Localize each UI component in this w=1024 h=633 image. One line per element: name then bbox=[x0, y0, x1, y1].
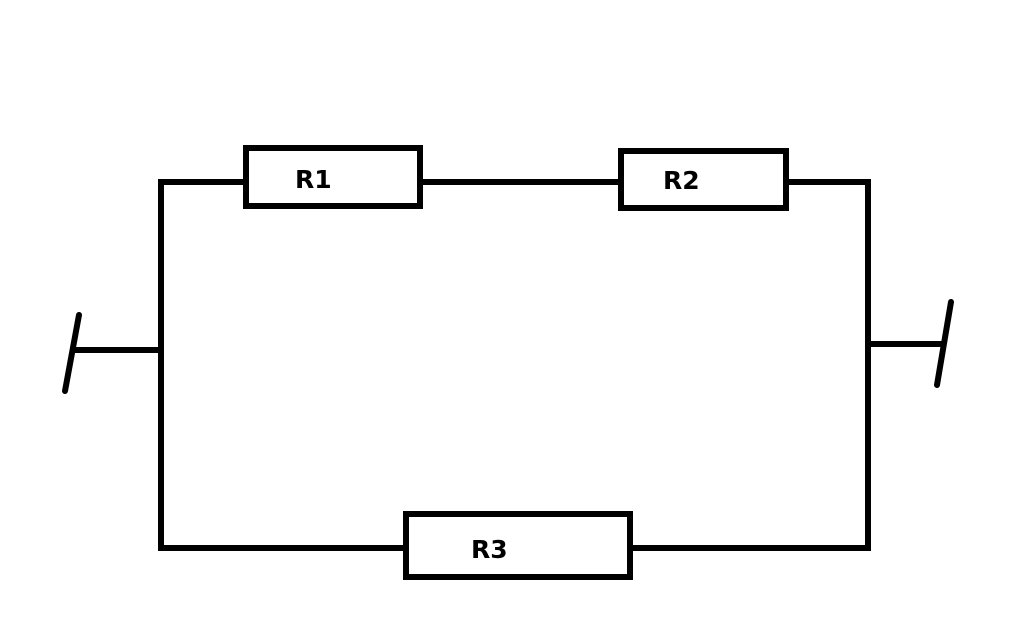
resistor-r1-body bbox=[243, 145, 423, 209]
resistor-r2-label: R2 bbox=[663, 166, 700, 195]
resistor-r2: R2 bbox=[618, 148, 789, 211]
left-terminal-mark bbox=[62, 312, 82, 394]
right-terminal bbox=[868, 299, 954, 388]
resistor-r3-body bbox=[403, 511, 633, 580]
wire-top-left bbox=[158, 179, 246, 350]
resistor-r3-label: R3 bbox=[471, 535, 508, 564]
resistor-r3: R3 bbox=[403, 511, 633, 580]
resistor-r1: R1 bbox=[243, 145, 423, 209]
wire-bottom-left bbox=[158, 350, 406, 551]
resistor-r2-body bbox=[618, 148, 789, 211]
right-terminal-mark bbox=[934, 299, 954, 388]
resistor-r1-label: R1 bbox=[295, 165, 332, 194]
left-terminal bbox=[62, 312, 161, 394]
wire-right-lower bbox=[630, 344, 871, 551]
wire-top-right bbox=[786, 179, 871, 344]
